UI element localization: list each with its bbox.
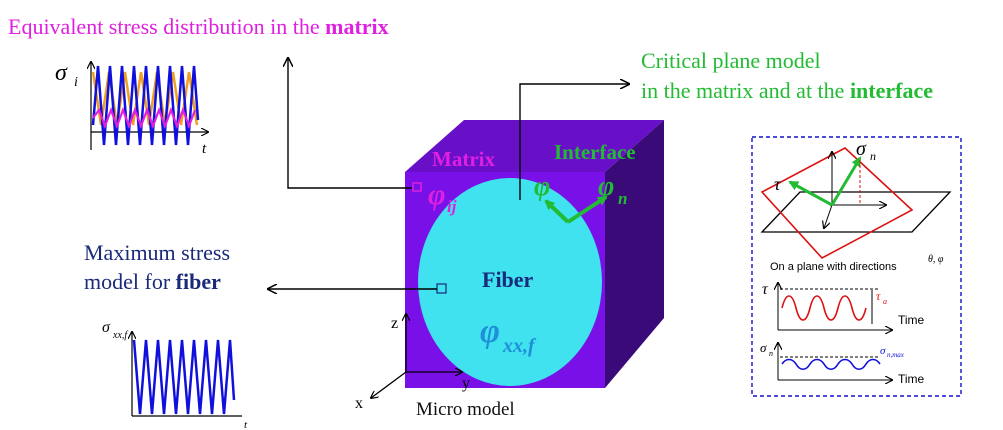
inset-sigma-n-sub: n bbox=[870, 149, 876, 163]
phi-ij-sub: ij bbox=[447, 197, 457, 216]
plane-angles: θ, φ bbox=[928, 254, 944, 265]
max-stress-line2-text: model for bbox=[84, 269, 176, 294]
matrix-keyword: matrix bbox=[325, 14, 389, 39]
normal-stress-arrow bbox=[830, 156, 862, 206]
sigma-max-sub: n,max bbox=[887, 351, 905, 359]
phi-n-glyph: φ bbox=[598, 171, 614, 202]
x-axis-line bbox=[371, 371, 407, 398]
sigma-i-plot: σ i t bbox=[55, 60, 208, 157]
interface-tangent-arrow bbox=[544, 199, 570, 224]
sigma-i-xlabel: t bbox=[202, 141, 207, 157]
sigma-xxf-xlabel: t bbox=[244, 419, 248, 430]
fiber-keyword: fiber bbox=[175, 269, 221, 294]
sigma-i-ylabel-sub: i bbox=[74, 75, 78, 90]
tau-a-sub: a bbox=[883, 297, 887, 306]
interface-normal-arrow bbox=[566, 195, 608, 224]
tau-axis-label: τ bbox=[762, 281, 769, 298]
time-label-2: Time bbox=[898, 372, 925, 386]
critical-plane-inset: σ n τ On a plane with directions θ, φ τ … bbox=[751, 136, 962, 397]
plane-caption: On a plane with directions bbox=[770, 261, 897, 273]
sigma-max-label: σ bbox=[880, 345, 886, 357]
phi-ij-symbol: φ ij bbox=[428, 178, 457, 216]
equivalent-stress-title: Equivalent stress distribution in the ma… bbox=[8, 14, 389, 40]
phi-interface-symbol: φ bbox=[534, 171, 550, 202]
sigma-xxf-ylabel: σ bbox=[102, 319, 111, 336]
critical-plane-line2: in the matrix and at the interface bbox=[641, 76, 933, 106]
tau-waveform bbox=[781, 295, 867, 321]
matrix-connector-arrow bbox=[288, 58, 412, 189]
phi-n-symbol: φ n bbox=[598, 171, 627, 208]
sigma-i-blue-series bbox=[91, 65, 200, 146]
micro-model-cube bbox=[405, 120, 664, 388]
fiber-label: Fiber bbox=[482, 267, 534, 292]
sigma-n-axis-sub: n bbox=[769, 349, 773, 358]
inset-tau-label: τ bbox=[774, 174, 781, 194]
phi-xxf-symbol: φ xx,f bbox=[480, 313, 537, 357]
matrix-point-marker bbox=[412, 182, 422, 192]
z-axis-label: z bbox=[391, 315, 398, 332]
sigma-i-ylabel: σ bbox=[55, 60, 68, 86]
cube-top-face bbox=[405, 120, 664, 172]
inset-dashed-frame bbox=[751, 136, 962, 397]
reference-plane bbox=[760, 191, 952, 233]
phi-ij-glyph: φ bbox=[428, 178, 446, 211]
max-stress-title: Maximum stress model for fiber bbox=[84, 238, 230, 296]
cube-side-face bbox=[605, 120, 664, 388]
critical-plane bbox=[760, 147, 914, 259]
critical-plane-title: Critical plane model in the matrix and a… bbox=[641, 46, 933, 106]
y-axis-label: y bbox=[462, 375, 470, 392]
max-stress-line1: Maximum stress bbox=[84, 240, 231, 265]
sigma-n-axis-label: σ bbox=[760, 340, 767, 355]
sigma-xxf-series bbox=[132, 339, 236, 415]
shear-stress-arrow bbox=[788, 180, 833, 207]
phi-xxf-glyph: φ bbox=[480, 313, 500, 350]
critical-plane-line1: Critical plane model bbox=[641, 48, 821, 73]
phi-xxf-sub: xx,f bbox=[502, 335, 537, 357]
micro-model-label: Micro model bbox=[416, 399, 515, 420]
matrix-label: Matrix bbox=[432, 147, 495, 171]
sigma-i-magenta-series bbox=[92, 106, 197, 130]
sigma-n-waveform bbox=[781, 358, 881, 371]
time-label-1: Time bbox=[898, 313, 925, 327]
critical-plane-line2-text: in the matrix and at the bbox=[641, 78, 850, 103]
sigma-xxf-plot: σ xx,f t bbox=[102, 319, 248, 430]
equivalent-stress-text: Equivalent stress distribution in the bbox=[8, 14, 326, 39]
interface-keyword: interface bbox=[849, 78, 933, 103]
interface-connector-arrow bbox=[519, 84, 629, 200]
coordinate-axes: z y x bbox=[355, 314, 470, 412]
inset-sigma-n-label: σ bbox=[856, 138, 867, 160]
sigma-xxf-ylabel-sub: xx,f bbox=[112, 330, 128, 341]
tau-a-label: τ bbox=[876, 289, 881, 303]
max-stress-line2: model for fiber bbox=[84, 267, 230, 296]
phi-n-sub: n bbox=[618, 189, 627, 208]
fiber-cross-section bbox=[418, 178, 602, 386]
x-axis-label: x bbox=[355, 395, 363, 412]
interface-label: Interface bbox=[554, 140, 636, 164]
inset-depth-axis bbox=[824, 204, 833, 228]
